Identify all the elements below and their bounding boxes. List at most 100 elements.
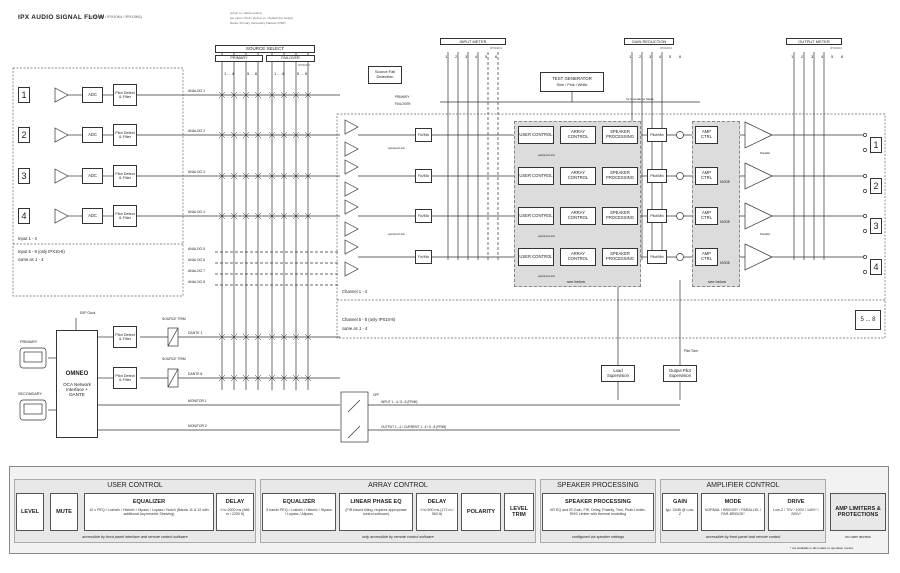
- speaker-processing-block: SPEAKER PROCESSING: [602, 167, 638, 185]
- channel-group-label: Channel 1 - 4: [342, 289, 368, 294]
- fix-mix-block: Fix/Mix: [415, 169, 432, 183]
- pilot-detect-filter: Pilot Detect & Filter: [113, 326, 137, 348]
- fix-mix-block: Fix/Mix: [415, 250, 432, 264]
- array-eq-desc: 5 bands PEQ / Loshelv / Hishelv / Hipass…: [266, 508, 332, 516]
- polarity-label: POLARITY: [466, 509, 496, 515]
- network-primary-label: PRIMARY: [20, 340, 38, 344]
- source-fail-detection: Source Fail Detection: [368, 66, 402, 84]
- optional-link-label: optional Link: [538, 153, 555, 157]
- meter-number: 5: [485, 54, 488, 59]
- optional-link-label: optional Link: [538, 234, 555, 238]
- source-trim-label: SOURCE TRIM: [162, 317, 186, 321]
- input-meter-header: INPUT METER: [440, 38, 506, 45]
- impedance-note: for Impedance Meas.: [626, 97, 655, 101]
- mode-label: MODE: [720, 261, 731, 265]
- pilot-detect-filter: Pilot Detect & Filter: [113, 367, 137, 389]
- bus-label: DANTE 1: [188, 331, 203, 335]
- note-line: per input / OCA / web-ui on / default (f…: [230, 16, 294, 20]
- speaker-processing-desc: IIR EQ and IR-Gain, FIR, Delay, Polarity…: [550, 508, 646, 516]
- amp-ctrl-block: AMP CTRL: [695, 248, 718, 266]
- parallel-label: Parallel: [760, 151, 771, 155]
- source-range: 5 ... 8: [247, 71, 258, 76]
- bus-label: ANALOG 2: [188, 129, 205, 133]
- user-control-title: USER CONTROL: [107, 482, 163, 489]
- bus-label: ANALOG 1: [188, 89, 205, 93]
- amp-ctrl-block: AMP CTRL: [695, 207, 718, 225]
- array-control-block: ARRAY CONTROL: [560, 207, 596, 225]
- user-equalizer-box: EQUALIZER 10 x PEQ / Loshelv / Hishelv / …: [84, 493, 214, 531]
- meter-number: 4: [821, 54, 824, 59]
- omneo-sub: OCA Network Interface + DANTE: [63, 381, 91, 398]
- meter-number: 3: [811, 54, 814, 59]
- bus-label: MONITOR 1: [188, 399, 207, 403]
- speaker-processing-block: SPEAKER PROCESSING: [602, 126, 638, 144]
- meter-number: 3: [649, 54, 652, 59]
- output-connector-2[interactable]: 2: [870, 178, 882, 194]
- mode-label: MODE: [720, 180, 731, 184]
- test-generator-sub: Sine / Pink / White: [556, 83, 588, 88]
- linear-phase-desc: (FIR based tilting, requires appropriate…: [345, 508, 407, 516]
- meter-number: 6: [841, 54, 844, 59]
- input-connector-4[interactable]: 4: [18, 208, 30, 224]
- adc-block: ADC: [82, 127, 103, 143]
- bus-label: MONITOR 2: [188, 424, 207, 428]
- output-connector-4[interactable]: 4: [870, 259, 882, 275]
- level-trim-box: LEVEL TRIM: [504, 493, 534, 531]
- legend-footnote: * not available in all models or operati…: [790, 546, 854, 550]
- array-control-title: ARRAY CONTROL: [368, 482, 428, 489]
- optional-link-label: optional Link: [388, 146, 405, 150]
- channel-more-sub: same as 1 - 4: [342, 326, 368, 331]
- pilot-detect-filter: Pilot Detect & Filter: [113, 165, 137, 187]
- drive-label: DRIVE: [787, 499, 805, 505]
- dsp-clock-label: DSP Clock: [80, 311, 96, 315]
- user-eq-desc: 10 x PEQ / Loshelv / Hishelv / Hipass / …: [89, 508, 209, 516]
- monitor-input-label: INPUT 1...4 / 5...8 (PRIM): [381, 400, 418, 404]
- input-connector-2[interactable]: 2: [18, 127, 30, 143]
- monitor-output-label: OUTPUT 1...4 / CURRENT 1...4 / 5...8 (PR…: [381, 425, 447, 429]
- speaker-processing-label: SPEAKER PROCESSING: [565, 499, 631, 505]
- meter-number: 1: [629, 54, 632, 59]
- mute-box: MUTE: [50, 493, 78, 531]
- user-delay-label: DELAY: [225, 499, 245, 505]
- test-generator-title: TEST GENERATOR: [552, 76, 592, 82]
- meter-number: 1: [791, 54, 794, 59]
- output-connector-5-8[interactable]: 5 ... 8: [855, 310, 881, 330]
- meter-number: 5: [669, 54, 672, 59]
- pilot-mix-block: Pilot/Mix: [647, 128, 667, 142]
- linear-phase-eq-box: LINEAR PHASE EQ (FIR based tilting, requi…: [339, 493, 413, 531]
- user-control-note: accessible by front panel interface and …: [82, 535, 188, 539]
- user-eq-label: EQUALIZER: [132, 499, 166, 505]
- amp-ctrl-block: AMP CTRL: [695, 126, 718, 144]
- output-connector-3[interactable]: 3: [870, 218, 882, 234]
- source-select-header: SOURCE SELECT: [215, 45, 315, 53]
- pilot-tone-label: Pilot Tone: [684, 349, 698, 353]
- speaker-processing-title: SPEAKER PROCESSING: [557, 482, 639, 489]
- no-user-access-note: no user access: [845, 535, 871, 539]
- pilot-mix-block: Pilot/Mix: [647, 250, 667, 264]
- test-generator: TEST GENERATOR Sine / Pink / White: [540, 72, 604, 92]
- bus-label: ANALOG 3: [188, 170, 205, 174]
- speaker-processing-box: SPEAKER PROCESSING IIR EQ and IR-Gain, FI…: [542, 493, 654, 531]
- adc-block: ADC: [82, 208, 103, 224]
- amplifier-control-note: accessible by front panel and remote con…: [705, 535, 781, 539]
- adc-block: ADC: [82, 168, 103, 184]
- linear-phase-label: LINEAR PHASE EQ: [350, 499, 402, 505]
- input-connector-3[interactable]: 3: [18, 168, 30, 184]
- pilot-mix-block: Pilot/Mix: [647, 169, 667, 183]
- omneo-interface: OMNEO OCA Network Interface + DANTE: [56, 330, 98, 438]
- adc-block: ADC: [82, 87, 103, 103]
- amp-limiters-label: AMP LIMITERS & PROTECTIONS: [835, 506, 881, 518]
- amplifier-control-title: AMPLIFIER CONTROL: [706, 482, 780, 489]
- meter-number: 5: [831, 54, 834, 59]
- input-connector-1[interactable]: 1: [18, 87, 30, 103]
- source-fail-primary: PRIMARY: [395, 95, 410, 99]
- meter-number: 2: [639, 54, 642, 59]
- meter-number: 6: [495, 54, 498, 59]
- user-control-block: USER CONTROL: [518, 207, 554, 225]
- output-connector-1[interactable]: 1: [870, 137, 882, 153]
- user-control-block: USER CONTROL: [518, 126, 554, 144]
- array-delay-label: DELAY: [427, 499, 447, 505]
